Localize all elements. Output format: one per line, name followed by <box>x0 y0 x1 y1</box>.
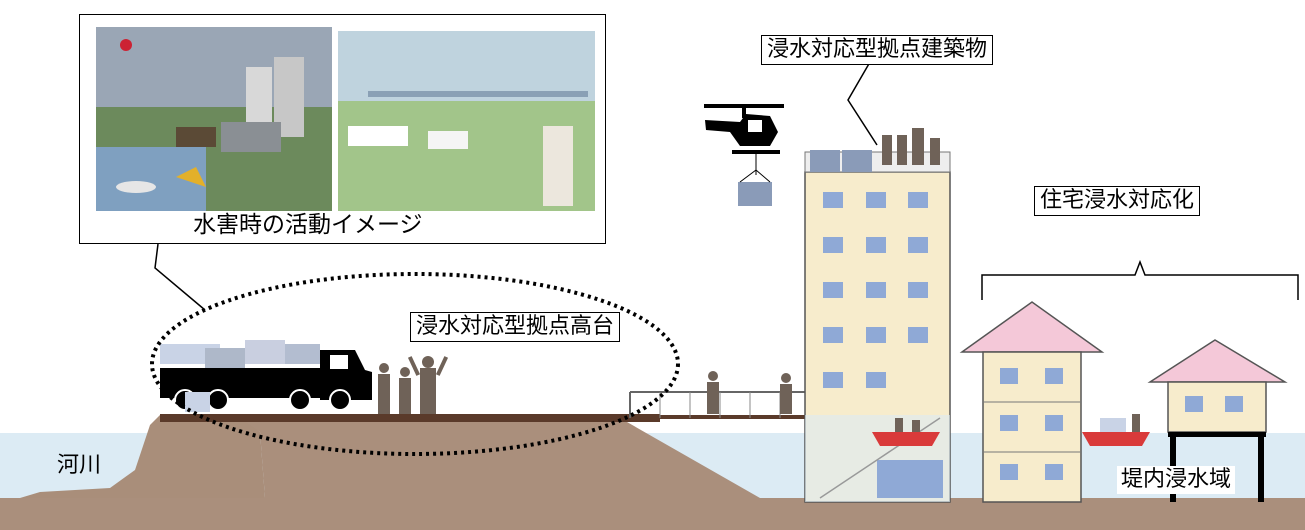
boat-icon-2 <box>1082 414 1150 446</box>
sketch-photo-left <box>96 27 332 211</box>
people-platform-icon <box>378 356 449 414</box>
housing-bracket <box>981 259 1299 300</box>
label-inundation-area: 堤内浸水域 <box>1117 466 1236 494</box>
platform-deck <box>160 414 660 422</box>
label-river: 河川 <box>57 453 102 478</box>
helicopter-icon <box>704 104 784 206</box>
truck-icon <box>160 340 372 412</box>
high-ground-mound <box>240 418 760 498</box>
callout-caption: 水害時の活動イメージ <box>193 212 423 238</box>
sketch-photo-right <box>338 31 595 211</box>
callout-pointer-left <box>154 243 206 311</box>
callout-pointer-building <box>847 61 878 146</box>
building-windows <box>823 192 928 388</box>
river-embankment <box>0 415 265 498</box>
label-building: 浸水対応型拠点建築物 <box>761 35 994 65</box>
ground-strip <box>0 498 1305 530</box>
people-rooftop-icon <box>882 128 940 165</box>
label-platform: 浸水対応型拠点高台 <box>410 312 621 342</box>
activity-image-callout <box>79 14 606 244</box>
boat-icon <box>872 418 940 446</box>
people-bridge-icon <box>707 371 792 414</box>
platform-highlight-ellipse <box>150 272 680 456</box>
label-housing: 住宅浸水対応化 <box>1034 186 1201 216</box>
house-1 <box>959 301 1105 503</box>
